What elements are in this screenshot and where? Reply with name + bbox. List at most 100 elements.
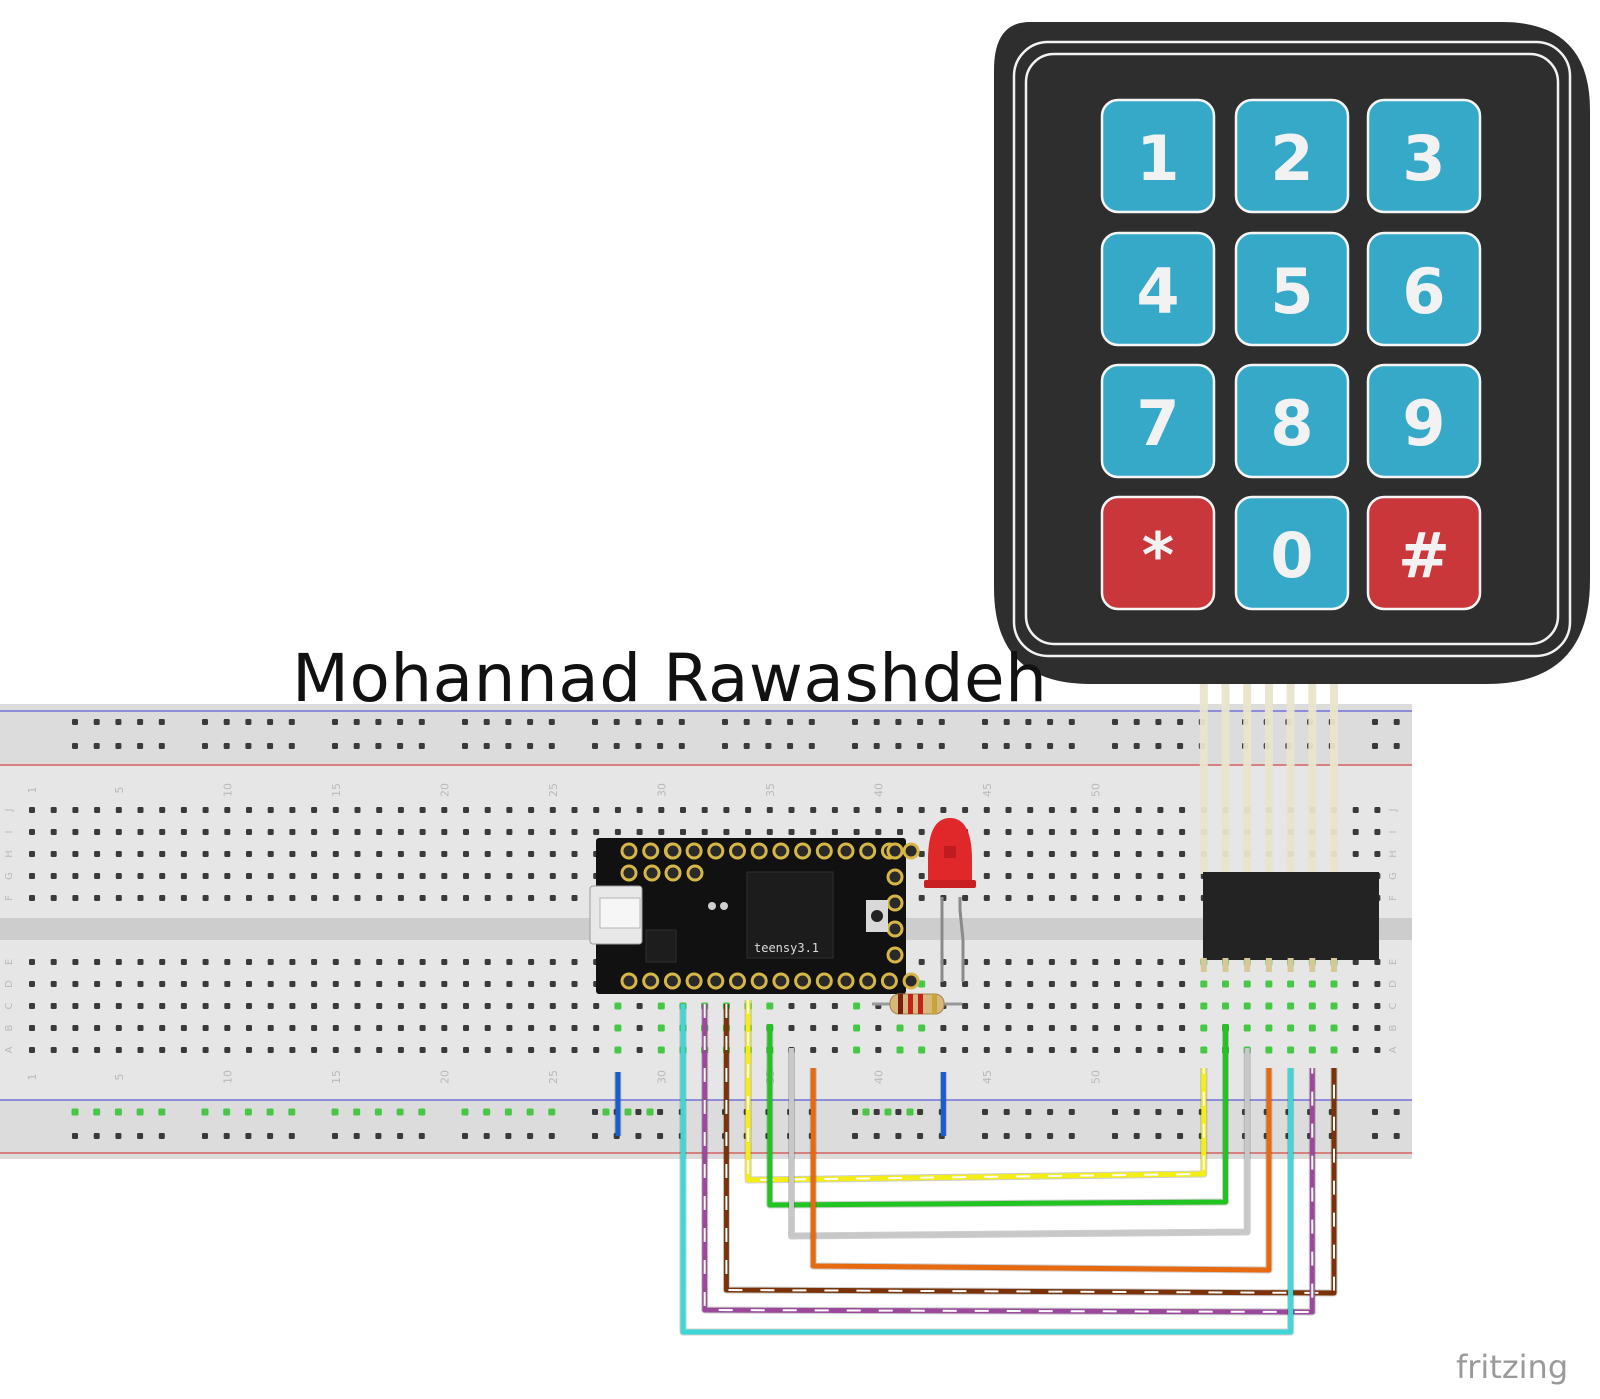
breadboard-hole: [1092, 959, 1099, 965]
breadboard-hole: [1070, 807, 1077, 813]
breadboard-hole: [940, 1025, 947, 1031]
rail-hole: [72, 743, 78, 749]
rail-hole: [267, 1133, 274, 1139]
connected-hole: [93, 1108, 101, 1116]
breadboard-hole: [311, 873, 318, 879]
breadboard-hole: [549, 873, 556, 879]
breadboard-hole: [311, 1047, 318, 1053]
breadboard-hole: [1374, 829, 1381, 835]
breadboard-hole: [463, 829, 469, 835]
breadboard-hole: [571, 1003, 578, 1009]
rail-hole: [1047, 1109, 1054, 1115]
rail-hole: [202, 1133, 208, 1139]
rail-hole: [1372, 719, 1378, 725]
connected-hole: [646, 1108, 654, 1116]
breadboard-hole: [1114, 959, 1120, 965]
breadboard-hole: [788, 1025, 795, 1031]
rail-hole: [1155, 719, 1162, 725]
teensy-pin: [772, 972, 790, 990]
teensy-pin: [880, 972, 898, 990]
rail-hole: [1003, 1109, 1010, 1115]
rail-hole: [1155, 1133, 1162, 1139]
rail-hole: [288, 1133, 295, 1139]
wire-white: [789, 1048, 1250, 1239]
rail-hole: [93, 743, 100, 749]
breadboard-hole: [571, 1025, 578, 1031]
breadboard-hole: [115, 829, 122, 835]
breadboard-hole: [29, 807, 35, 813]
rail-hole: [917, 1109, 924, 1115]
breadboard-hole: [441, 1003, 448, 1009]
rail-hole: [1003, 719, 1010, 725]
teensy-pin: [815, 972, 833, 990]
rail-hole: [353, 719, 360, 725]
rail-hole: [505, 719, 512, 725]
connected-hole: [1200, 1002, 1208, 1010]
breadboard-hole: [463, 873, 469, 879]
breadboard-hole: [311, 851, 318, 857]
breadboard-hole: [72, 829, 79, 835]
teensy-pin: [815, 842, 833, 860]
breadboard-hole: [484, 1003, 491, 1009]
breadboard-hole: [289, 829, 296, 835]
breadboard-hole: [549, 829, 556, 835]
breadboard-hole: [1005, 1003, 1012, 1009]
rail-hole: [353, 1133, 360, 1139]
column-number: 50: [1089, 783, 1102, 797]
breadboard-hole: [1005, 807, 1012, 813]
breadboard-hole: [1048, 873, 1055, 879]
breadboard-hole: [224, 873, 231, 879]
breadboard-hole: [463, 895, 469, 901]
rail-hole: [592, 743, 598, 749]
rail-hole: [873, 1133, 880, 1139]
row-letter: G: [4, 872, 15, 880]
breadboard-hole: [1027, 1003, 1034, 1009]
breadboard-hole: [1092, 1003, 1099, 1009]
breadboard-hole: [94, 829, 101, 835]
connected-hole: [504, 1108, 512, 1116]
breadboard-hole: [397, 851, 404, 857]
connected-hole: [1330, 1002, 1338, 1010]
connected-hole: [461, 1108, 469, 1116]
rail-hole: [527, 1133, 534, 1139]
breadboard-hole: [72, 851, 79, 857]
breadboard-hole: [1048, 1003, 1055, 1009]
breadboard-hole: [1179, 851, 1186, 857]
breadboard-hole: [1135, 1003, 1142, 1009]
breadboard-hole: [940, 807, 947, 813]
breadboard-hole: [484, 1025, 491, 1031]
keypad-key-label: 3: [1402, 122, 1445, 195]
rail-hole: [787, 719, 794, 725]
connected-hole: [1243, 1002, 1251, 1010]
breadboard-hole: [202, 1047, 209, 1053]
breadboard-hole: [267, 1047, 274, 1053]
led-rim: [924, 880, 976, 888]
rail-hole: [397, 743, 404, 749]
rail-hole: [1047, 1133, 1054, 1139]
breadboard-hole: [831, 1003, 838, 1009]
breadboard-hole: [159, 959, 166, 965]
led-pad: [708, 902, 716, 910]
breadboard-hole: [137, 851, 144, 857]
breadboard-hole: [354, 851, 361, 857]
breadboard-hole: [94, 873, 101, 879]
teensy-pin: [642, 842, 660, 860]
keypad-key-label: *: [1142, 519, 1174, 592]
breadboard-hole: [962, 895, 969, 901]
ribbon-strand: [1330, 684, 1338, 874]
breadboard-hole: [246, 807, 252, 813]
breadboard-hole: [463, 959, 469, 965]
row-letter: J: [1388, 809, 1399, 813]
breadboard-hole: [29, 851, 35, 857]
rail-hole: [657, 1133, 664, 1139]
connected-hole: [1287, 980, 1295, 988]
breadboard-hole: [50, 851, 57, 857]
breadboard-hole: [506, 807, 513, 813]
breadboard-hole: [354, 1047, 361, 1053]
breadboard-hole: [571, 873, 578, 879]
breadboard-hole: [441, 981, 448, 987]
breadboard-hole: [354, 807, 361, 813]
teensy-pin: [794, 842, 812, 860]
rail-hole: [1003, 743, 1010, 749]
rail-hole: [808, 743, 815, 749]
